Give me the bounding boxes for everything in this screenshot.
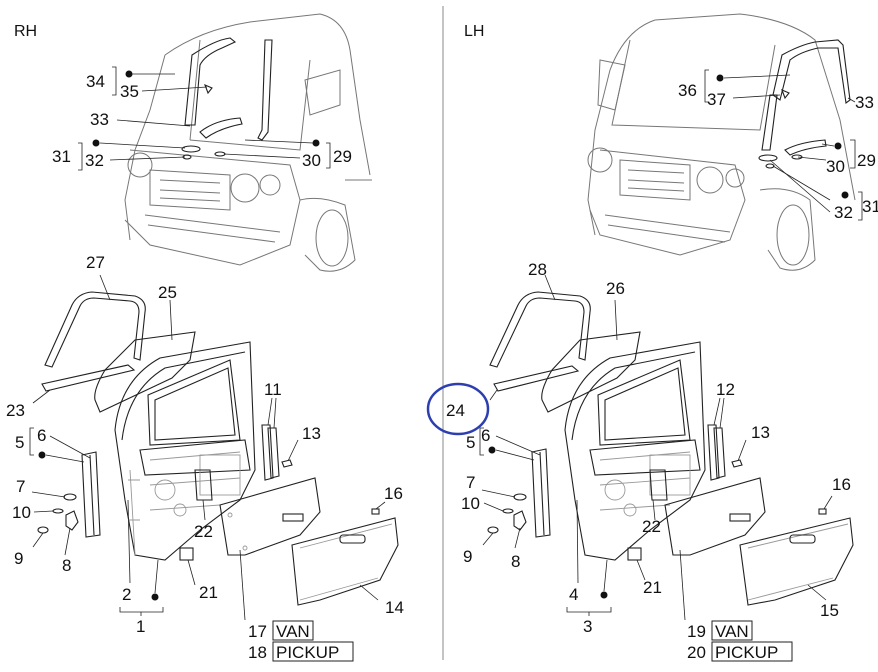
lh-label-4: 4 xyxy=(569,585,578,604)
rh-label-13: 13 xyxy=(302,424,321,443)
lh-label-3: 3 xyxy=(583,617,592,636)
lh-label-8: 8 xyxy=(511,552,520,571)
rh-label-35: 35 xyxy=(120,82,139,101)
lh-label-28: 28 xyxy=(528,260,547,279)
rh-bottom-leaders xyxy=(29,274,386,621)
lh-label-10: 10 xyxy=(461,494,480,513)
rh-label-9: 9 xyxy=(14,549,23,568)
rh-label-2: 2 xyxy=(122,585,131,604)
rh-pickup-box xyxy=(272,641,354,662)
rh-label-18: 18 xyxy=(248,643,267,662)
lh-label-32: 32 xyxy=(834,203,853,222)
rh-label-1: 1 xyxy=(136,617,145,636)
rh-label-17: 17 xyxy=(248,622,267,641)
rh-label-21: 21 xyxy=(199,583,218,602)
rh-label-22: 22 xyxy=(194,522,213,541)
rh-label-25: 25 xyxy=(158,283,177,302)
lh-label-13: 13 xyxy=(751,423,770,442)
rh-label-34: 34 xyxy=(86,72,105,91)
lh-label-26: 26 xyxy=(606,279,625,298)
lh-pickup-box xyxy=(711,641,793,662)
lh-label-5: 5 xyxy=(466,433,475,452)
rh-panel: RH xyxy=(6,13,404,662)
lh-truck-cab xyxy=(587,13,856,271)
rh-label-18-pickup: PICKUP xyxy=(276,643,339,662)
rh-label-23: 23 xyxy=(6,401,25,420)
rh-label-33: 33 xyxy=(90,110,109,129)
rh-truck-cab xyxy=(124,13,372,272)
lh-label-24: 24 xyxy=(446,401,465,420)
lh-label-6: 6 xyxy=(481,426,490,445)
rh-door-assembly xyxy=(37,291,399,606)
lh-door-assembly xyxy=(487,291,854,606)
rh-top-leaders xyxy=(78,66,331,171)
lh-label-33: 33 xyxy=(855,93,874,112)
lh-label-15: 15 xyxy=(820,601,839,620)
rh-label-6: 6 xyxy=(37,426,46,445)
lh-label-20: 20 xyxy=(687,643,706,662)
rh-label-8: 8 xyxy=(62,556,71,575)
lh-van-box xyxy=(711,620,753,641)
lh-label-20-pickup: PICKUP xyxy=(715,643,778,662)
rh-label-5: 5 xyxy=(15,433,24,452)
lh-header: LH xyxy=(464,23,484,40)
rh-label-16: 16 xyxy=(384,484,403,503)
rh-label-29: 29 xyxy=(333,147,352,166)
rh-label-10: 10 xyxy=(12,503,31,522)
lh-label-29: 29 xyxy=(857,151,876,170)
lh-label-9: 9 xyxy=(463,547,472,566)
lh-label-31: 31 xyxy=(862,197,878,216)
lh-label-36: 36 xyxy=(678,81,697,100)
lh-label-37: 37 xyxy=(707,90,726,109)
rh-label-7: 7 xyxy=(16,477,25,496)
lh-label-19-van: VAN xyxy=(715,622,749,641)
lh-panel: LH xyxy=(426,13,878,662)
lh-label-22: 22 xyxy=(642,517,661,536)
rh-van-box xyxy=(272,620,314,641)
lh-label-16: 16 xyxy=(832,475,851,494)
lh-label-30: 30 xyxy=(826,157,845,176)
lh-label-7: 7 xyxy=(466,473,475,492)
rh-label-30: 30 xyxy=(302,151,321,170)
lh-label-21: 21 xyxy=(643,578,662,597)
lh-top-leaders xyxy=(704,69,863,221)
rh-label-14: 14 xyxy=(385,598,404,617)
lh-label-19: 19 xyxy=(687,622,706,641)
rh-label-27: 27 xyxy=(86,253,105,272)
rh-label-17-van: VAN xyxy=(276,622,310,641)
lh-bottom-leaders xyxy=(479,274,833,621)
rh-header: RH xyxy=(14,23,37,40)
rh-label-32: 32 xyxy=(85,151,104,170)
rh-label-31: 31 xyxy=(52,147,71,166)
rh-label-11: 11 xyxy=(264,380,282,399)
highlight-circle xyxy=(426,382,490,436)
lh-label-12: 12 xyxy=(716,380,735,399)
